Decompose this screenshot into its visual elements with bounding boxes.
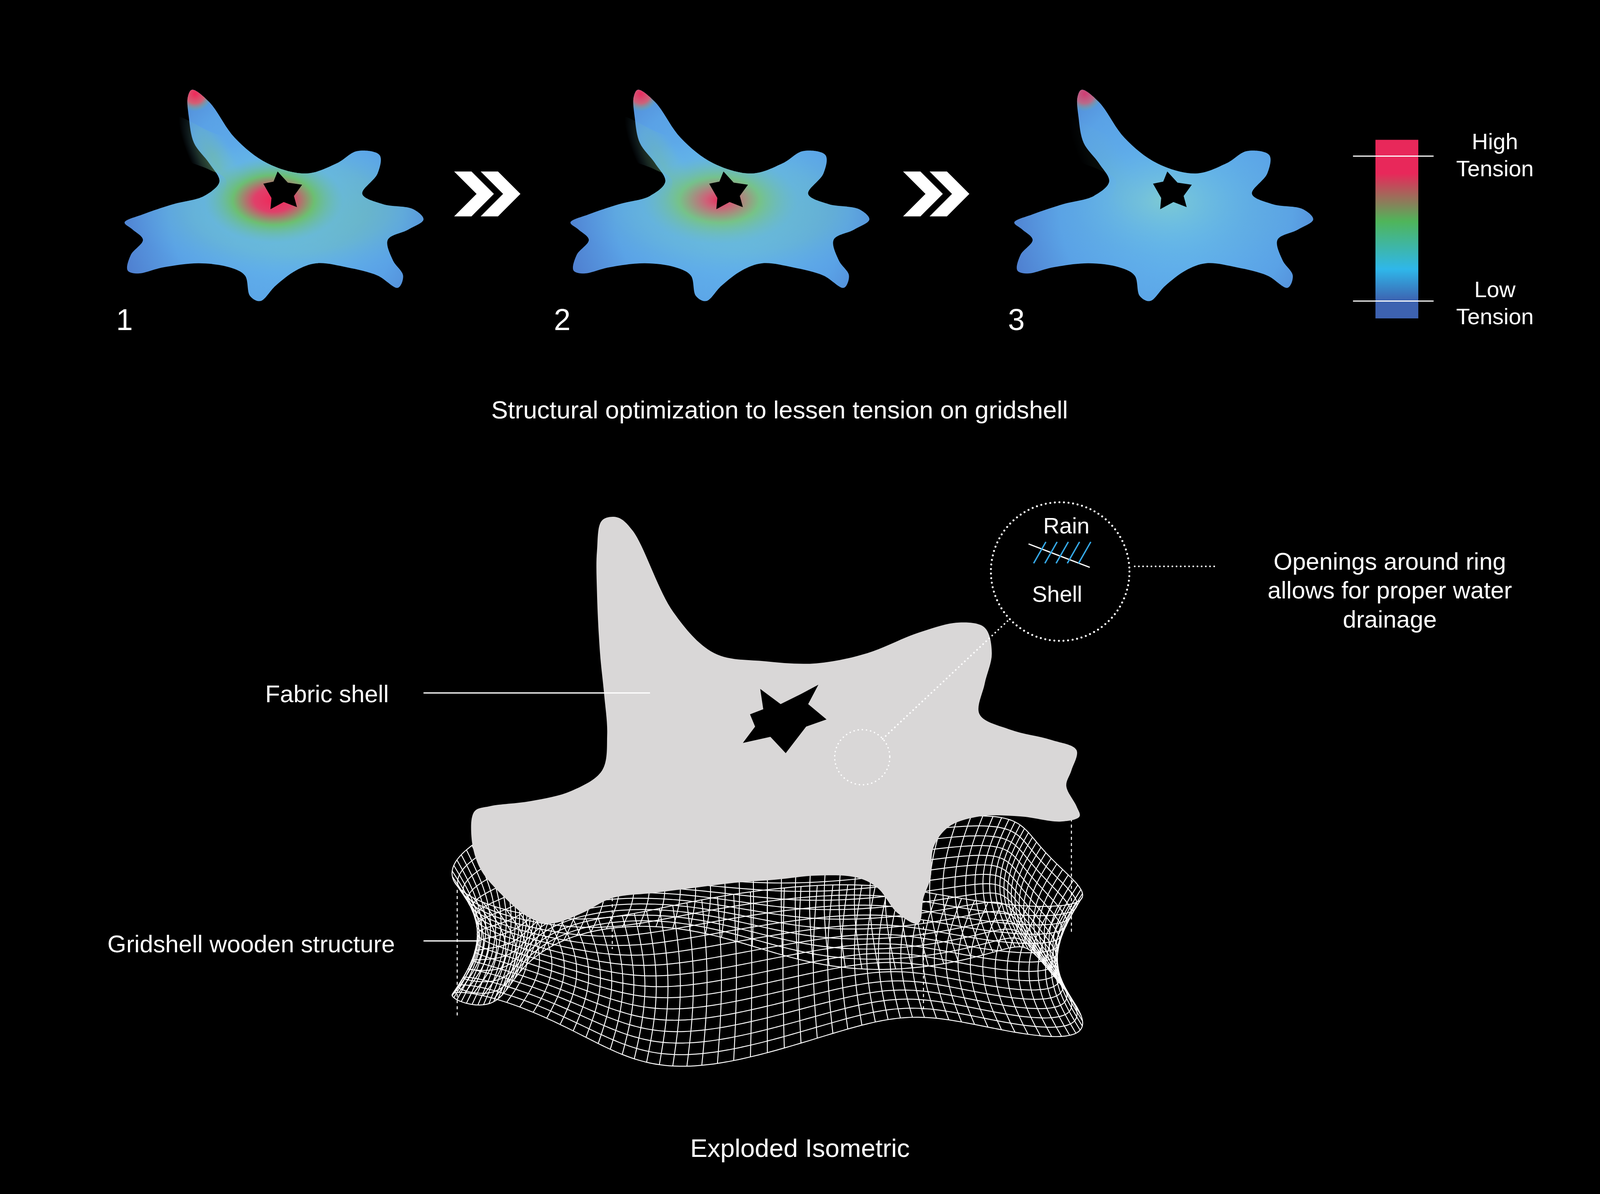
rain-line [1067, 541, 1080, 563]
tip-tension-zone [1067, 76, 1103, 112]
tension-maps [124, 76, 1344, 302]
rain-line [1033, 541, 1046, 563]
projection-line [456, 889, 458, 1018]
projection-line [1070, 818, 1072, 934]
grid-ring [462, 915, 1072, 1043]
leader-line [423, 692, 650, 694]
dotted-outline [990, 502, 1130, 641]
tension-map [570, 76, 900, 302]
callout-label: Shell [1032, 580, 1083, 608]
tick-line [1352, 155, 1434, 157]
rain-line [1045, 541, 1058, 563]
mid-tension-zone [1017, 137, 1345, 281]
tip-tension-zone [623, 76, 658, 112]
grid-ring [452, 926, 1083, 1067]
leader-line [423, 940, 480, 942]
tension-map [124, 76, 455, 302]
oculus [709, 171, 748, 210]
step-number: 1 [116, 301, 133, 338]
step-number: 2 [553, 301, 571, 338]
ring-tension-zone [176, 140, 371, 260]
oculus [1152, 171, 1192, 210]
step-number: 3 [1007, 301, 1025, 338]
note-leader [1134, 565, 1217, 568]
legend-swatch [1375, 139, 1419, 157]
grid-strand [1039, 869, 1063, 987]
ring-tension-zone [1071, 143, 1255, 256]
oculus [263, 171, 303, 210]
legend-swatch [1375, 300, 1419, 319]
rain-hatch [1028, 541, 1091, 568]
tick-line [1352, 300, 1434, 302]
scale-gradient [1375, 156, 1419, 302]
detail-leader [882, 620, 1008, 739]
projection-line [611, 897, 613, 949]
grid-strand [585, 918, 601, 1038]
tip-tension-zone [177, 76, 213, 112]
tension-scale [1375, 139, 1419, 319]
figure-caption: Exploded Isometric [690, 1132, 910, 1164]
legend-text: Low Tension [1440, 276, 1550, 331]
step-chevrons [454, 171, 970, 217]
tension-map [1014, 76, 1344, 302]
callout-title: Rain [1043, 512, 1090, 540]
chevron [480, 171, 521, 217]
oculus [742, 684, 827, 753]
rain-line [1056, 541, 1069, 563]
fabric-shell [471, 516, 1080, 924]
rain-line [1078, 541, 1091, 563]
detail-callout: RainShell [988, 500, 1132, 643]
detail-marker [834, 729, 890, 785]
note-text: Openings around ring allows for proper w… [1244, 546, 1536, 634]
part-label: Fabric shell [265, 679, 390, 709]
grid-ring [457, 920, 1077, 1055]
chevron [929, 171, 970, 217]
section-caption: Structural optimization to lessen tensio… [491, 395, 1068, 425]
scale-ticks [1352, 156, 1434, 302]
mid-tension-zone [127, 137, 455, 281]
part-label: Gridshell wooden structure [107, 929, 395, 959]
ring-tension-zone [607, 136, 832, 264]
legend-text: High Tension [1440, 127, 1550, 183]
grid-ring [467, 909, 1068, 1032]
projection-line [922, 920, 924, 1010]
